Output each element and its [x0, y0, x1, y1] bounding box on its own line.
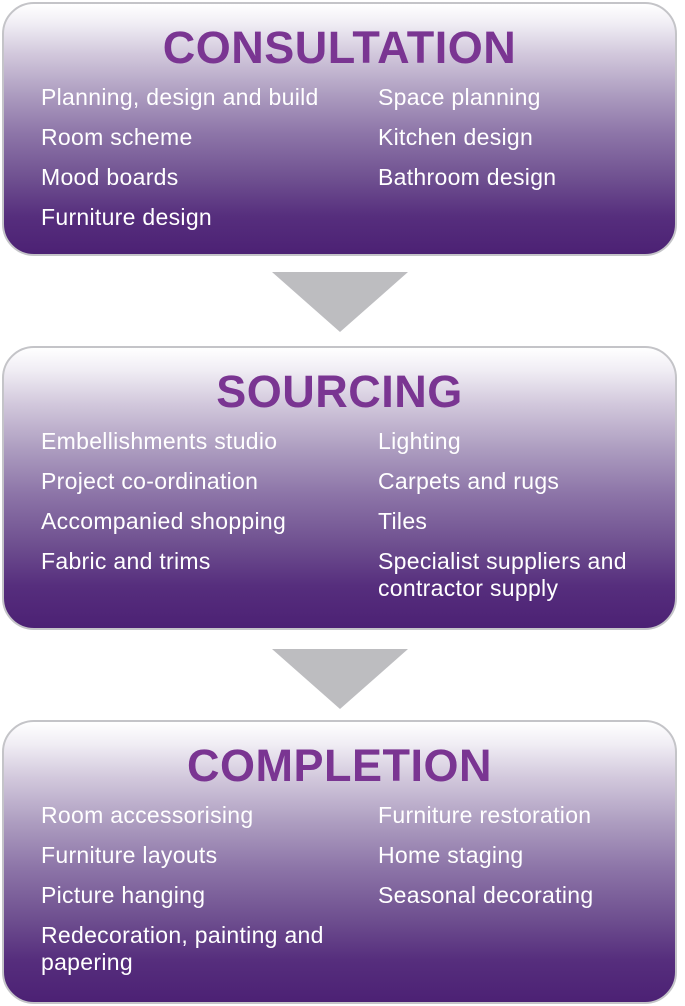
stage-title: SOURCING: [216, 366, 463, 417]
stage-item: Specialist suppliers and contractor supp…: [378, 548, 627, 601]
stage-title: CONSULTATION: [162, 22, 517, 73]
stage-item: Seasonal decorating: [378, 882, 594, 908]
stage-item: Furniture design: [41, 204, 212, 230]
stage-item-list: Embellishments studio Lighting Project c…: [41, 428, 665, 602]
stage-sourcing: SOURCING Embellishments studio Lighting …: [2, 346, 677, 630]
stage-item: Bathroom design: [378, 164, 557, 190]
stage-title: COMPLETION: [187, 740, 492, 791]
stage-item: Kitchen design: [378, 124, 534, 150]
stage-item: Redecoration, painting and papering: [41, 922, 324, 975]
stage-item: Room accessorising: [41, 802, 254, 828]
stage-item: Picture hanging: [41, 882, 206, 908]
stage-item: Furniture layouts: [41, 842, 218, 868]
down-arrow-icon: [272, 649, 408, 709]
stage-completion: COMPLETION Room accessorising Furniture …: [2, 720, 677, 1004]
stage-item: Mood boards: [41, 164, 179, 190]
stage-item: Tiles: [378, 508, 428, 534]
stage-item: Furniture restoration: [378, 802, 592, 828]
stage-item: Embellishments studio: [41, 428, 278, 454]
stage-item-list: Room accessorising Furniture restoration…: [41, 802, 665, 976]
stage-item: Accompanied shopping: [41, 508, 287, 534]
stage-item: Room scheme: [41, 124, 193, 150]
stage-item: Space planning: [378, 84, 541, 110]
stage-item: Fabric and trims: [41, 548, 211, 574]
stage-item: Home staging: [378, 842, 524, 868]
stage-item-list: Planning, design and build Space plannin…: [41, 84, 665, 231]
down-arrow-icon: [272, 272, 408, 332]
stage-item: Carpets and rugs: [378, 468, 560, 494]
stage-consultation: CONSULTATION Planning, design and build …: [2, 2, 677, 256]
stage-item: Planning, design and build: [41, 84, 319, 110]
stage-item: Project co-ordination: [41, 468, 259, 494]
stage-item: Lighting: [378, 428, 461, 454]
